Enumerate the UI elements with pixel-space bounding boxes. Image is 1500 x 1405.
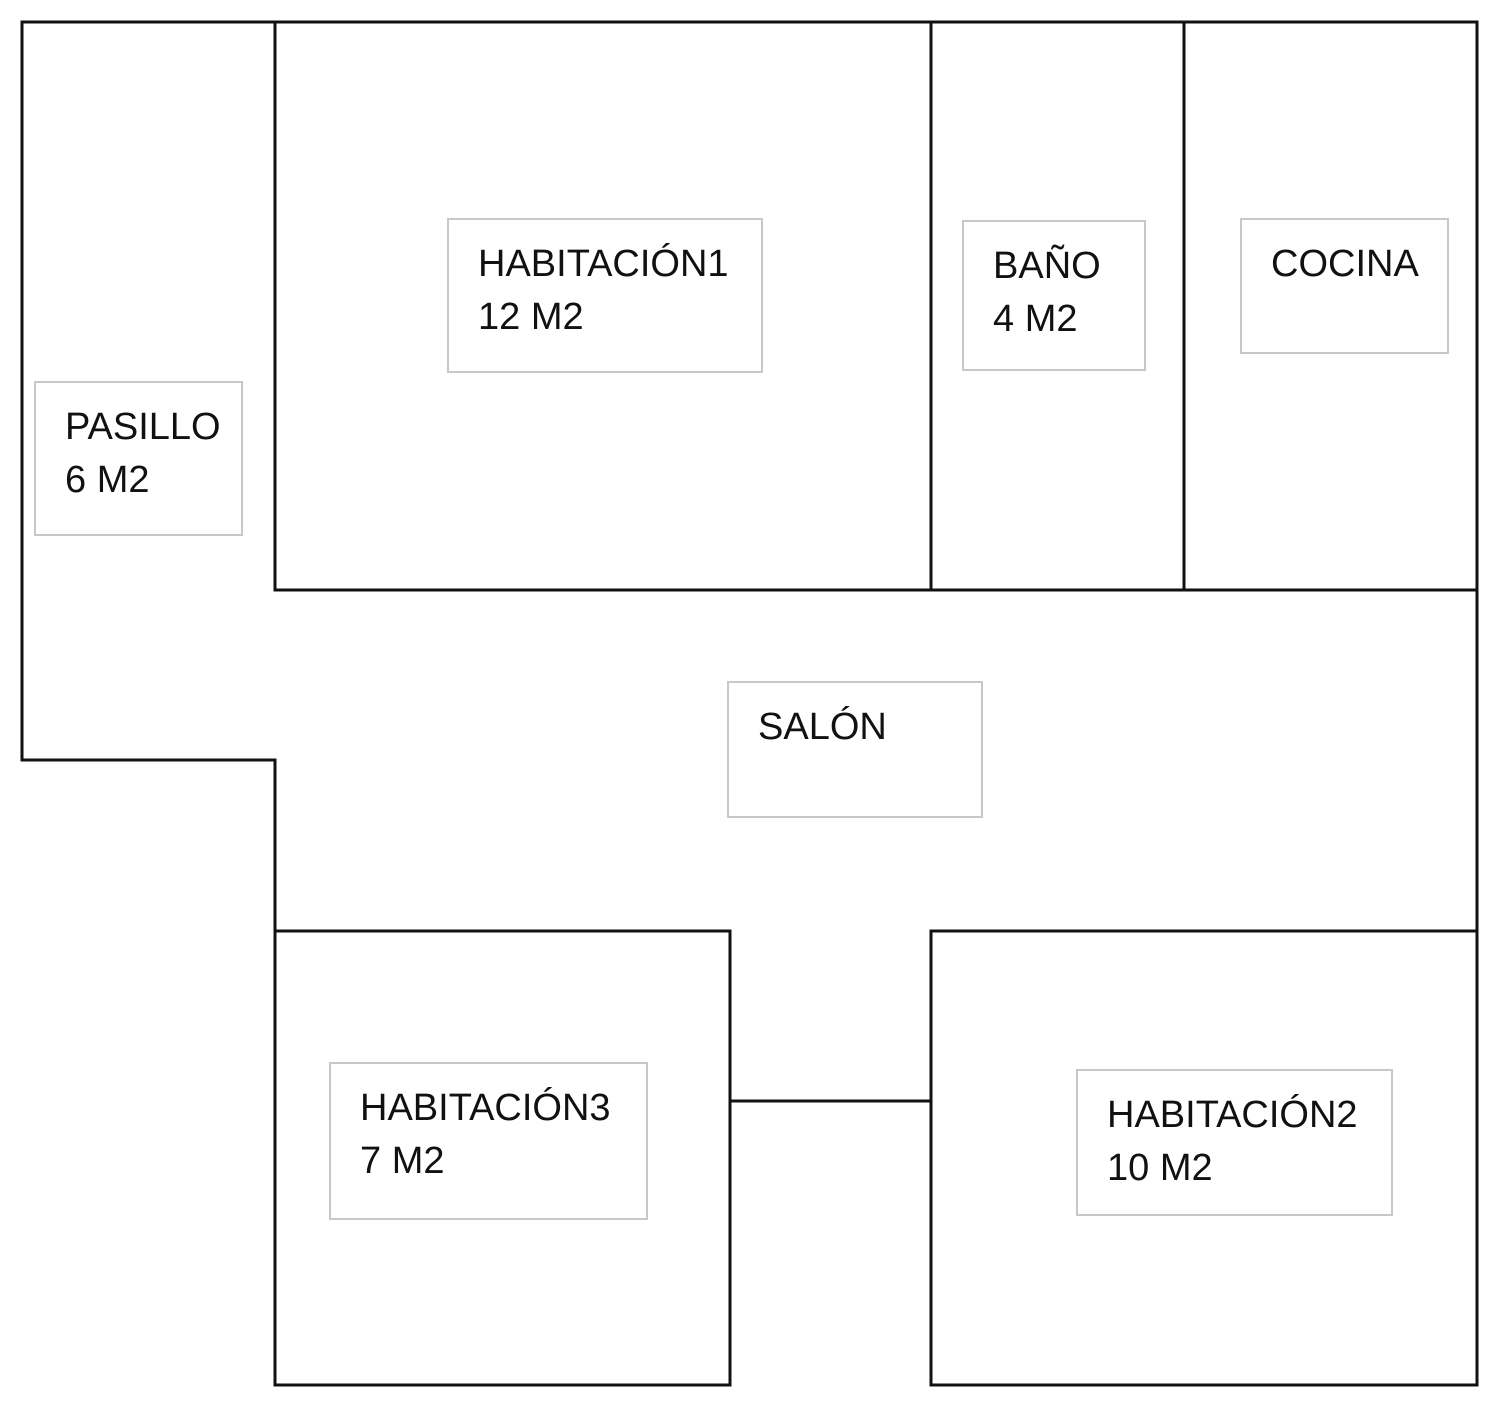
- cocina-name: COCINA: [1271, 243, 1419, 285]
- pasillo-area: 6 M2: [65, 459, 150, 501]
- bano-label: BAÑO 4 M2: [962, 220, 1146, 371]
- habitacion1-name: HABITACIÓN1: [478, 243, 729, 285]
- habitacion3-name: HABITACIÓN3: [360, 1087, 611, 1129]
- habitacion2-area: 10 M2: [1107, 1147, 1213, 1189]
- habitacion2-name: HABITACIÓN2: [1107, 1094, 1358, 1136]
- habitacion3-label: HABITACIÓN3 7 M2: [329, 1062, 648, 1220]
- bano-name: BAÑO: [993, 245, 1101, 287]
- cocina-label: COCINA: [1240, 218, 1449, 354]
- habitacion2-walls: [929, 929, 1479, 1387]
- bano-area: 4 M2: [993, 298, 1078, 340]
- habitacion1-area: 12 M2: [478, 296, 584, 338]
- cocina-walls: [1182, 20, 1479, 592]
- salon-name: SALÓN: [758, 706, 887, 748]
- habitacion3-walls: [273, 929, 732, 1387]
- habitacion3-area: 7 M2: [360, 1140, 445, 1182]
- salon-label: SALÓN: [727, 681, 983, 818]
- habitacion1-label: HABITACIÓN1 12 M2: [447, 218, 763, 373]
- pasillo-label: PASILLO 6 M2: [34, 381, 243, 536]
- pasillo-name: PASILLO: [65, 406, 221, 448]
- habitacion2-label: HABITACIÓN2 10 M2: [1076, 1069, 1393, 1216]
